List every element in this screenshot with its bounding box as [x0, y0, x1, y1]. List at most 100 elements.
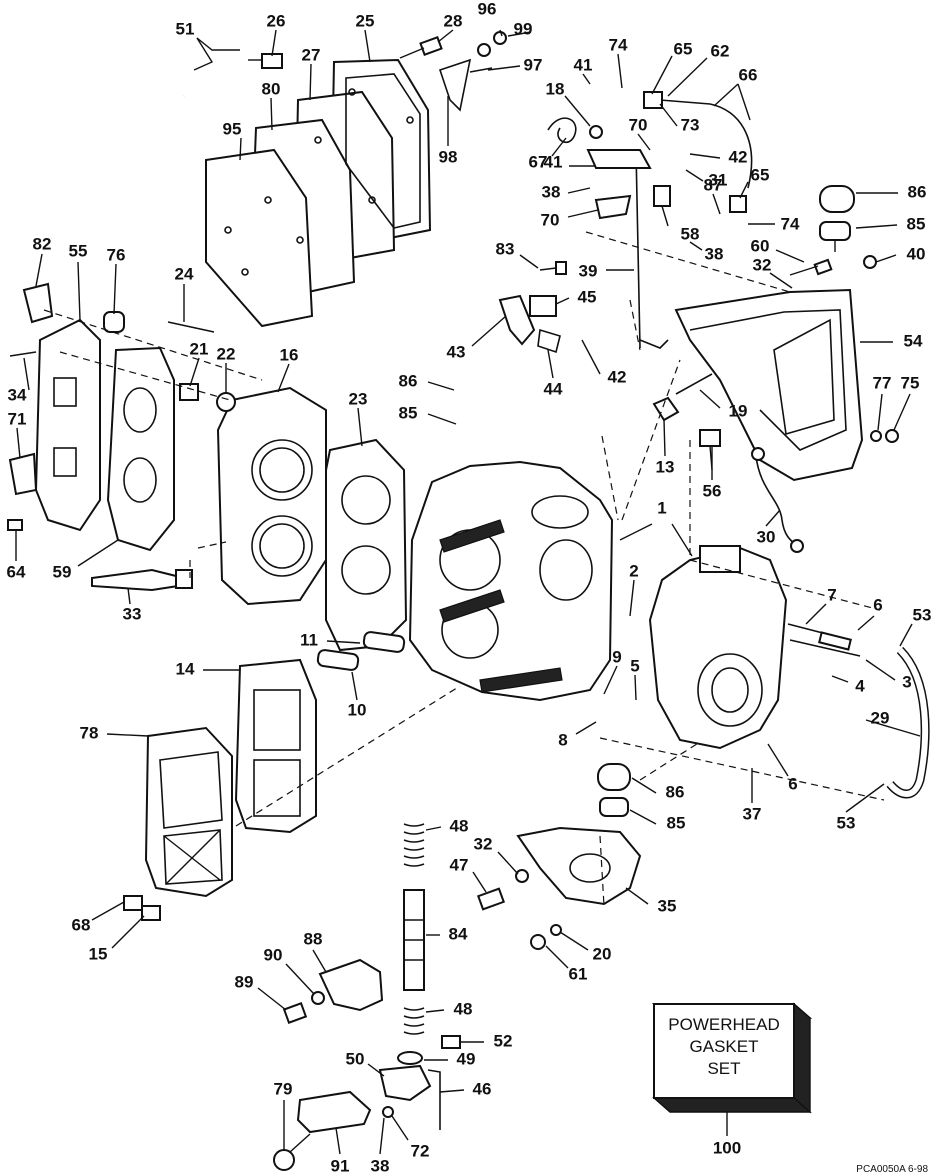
callout-10: 10	[348, 700, 367, 719]
callout-38: 38	[705, 244, 724, 263]
callout-65: 65	[751, 165, 770, 184]
callout-87: 87	[704, 175, 723, 194]
kit-line-1: POWERHEAD	[668, 1015, 779, 1034]
callout-33: 33	[123, 604, 142, 623]
callout-8: 8	[558, 730, 567, 749]
callout-42: 42	[729, 147, 748, 166]
callout-85: 85	[399, 403, 418, 422]
callout-62: 62	[711, 41, 730, 60]
callout-22: 22	[217, 344, 236, 363]
callout-44: 44	[544, 379, 563, 398]
callout-100: 100	[713, 1138, 741, 1157]
mount-bracket	[674, 185, 899, 482]
callout-41: 41	[574, 55, 593, 74]
callout-20: 20	[593, 944, 612, 963]
callout-85: 85	[667, 813, 686, 832]
callout-18: 18	[546, 79, 565, 98]
callout-65: 65	[674, 39, 693, 58]
callout-43: 43	[447, 342, 466, 361]
callout-51: 51	[176, 19, 195, 38]
callout-31: 31	[709, 170, 728, 189]
callout-86: 86	[399, 371, 418, 390]
kit-line-3: SET	[707, 1059, 740, 1078]
callout-2: 2	[629, 561, 638, 580]
callout-61: 61	[569, 964, 588, 983]
callout-37: 37	[743, 804, 762, 823]
callout-27: 27	[302, 45, 321, 64]
callout-48: 48	[450, 816, 469, 835]
callout-60: 60	[751, 236, 770, 255]
callout-41: 41	[544, 152, 563, 171]
exhaust-manifold-cover	[123, 658, 317, 921]
callout-68: 68	[72, 915, 91, 934]
crankcase	[648, 545, 861, 750]
drawing-code: PCA0050A 6-98	[856, 1164, 928, 1175]
callout-76: 76	[107, 245, 126, 264]
callout-29: 29	[871, 708, 890, 727]
callout-28: 28	[444, 11, 463, 30]
callout-7: 7	[827, 585, 836, 604]
throttle-linkage-assembly	[498, 91, 753, 354]
callout-5: 5	[630, 656, 639, 675]
lower-mount-bracket	[476, 763, 642, 950]
alignment-lines	[43, 231, 885, 907]
callout-16: 16	[280, 345, 299, 364]
callout-6: 6	[873, 595, 882, 614]
callout-50: 50	[346, 1049, 365, 1068]
callout-72: 72	[411, 1141, 430, 1160]
callout-13: 13	[656, 457, 675, 476]
callout-97: 97	[524, 55, 543, 74]
callout-38: 38	[371, 1156, 390, 1175]
callout-15: 15	[89, 944, 108, 963]
callout-64: 64	[7, 562, 26, 581]
callout-56: 56	[703, 481, 722, 500]
callout-48: 48	[454, 999, 473, 1018]
callout-42: 42	[608, 367, 627, 386]
callout-86: 86	[908, 182, 927, 201]
callout-84: 84	[449, 924, 468, 943]
callout-58: 58	[681, 224, 700, 243]
callout-89: 89	[235, 972, 254, 991]
callout-54: 54	[904, 331, 923, 350]
callout-9: 9	[612, 647, 621, 666]
callout-59: 59	[53, 562, 72, 581]
callout-21: 21	[190, 339, 209, 358]
callout-99: 99	[514, 19, 533, 38]
exhaust-cover-stack	[205, 58, 432, 328]
callout-34: 34	[8, 385, 27, 404]
callout-39: 39	[579, 261, 598, 280]
callout-47: 47	[450, 855, 469, 874]
callout-71: 71	[8, 409, 27, 428]
callout-53: 53	[837, 813, 856, 832]
callout-70: 70	[629, 115, 648, 134]
callout-38: 38	[542, 182, 561, 201]
callout-3: 3	[902, 672, 911, 691]
callout-6: 6	[788, 774, 797, 793]
callout-35: 35	[658, 896, 677, 915]
callout-85: 85	[907, 214, 926, 233]
callout-66: 66	[739, 65, 758, 84]
callout-53: 53	[913, 605, 932, 624]
thermostat-cover-and-gasket	[7, 282, 175, 552]
callout-80: 80	[262, 79, 281, 98]
callout-86: 86	[666, 782, 685, 801]
callout-32: 32	[753, 255, 772, 274]
callout-83: 83	[496, 239, 515, 258]
callout-88: 88	[304, 929, 323, 948]
callout-11: 11	[300, 630, 318, 649]
kit-line-2: GASKET	[690, 1037, 759, 1056]
callout-82: 82	[33, 234, 52, 253]
callout-70: 70	[541, 210, 560, 229]
callout-74: 74	[781, 214, 800, 233]
callout-46: 46	[473, 1079, 492, 1098]
callout-23: 23	[349, 389, 368, 408]
callout-1: 1	[657, 498, 666, 517]
callout-75: 75	[901, 373, 920, 392]
leader-lines	[15, 29, 921, 1155]
callout-19: 19	[729, 401, 748, 420]
callout-74: 74	[609, 35, 628, 54]
callout-45: 45	[578, 287, 597, 306]
callout-67: 67	[529, 152, 548, 171]
